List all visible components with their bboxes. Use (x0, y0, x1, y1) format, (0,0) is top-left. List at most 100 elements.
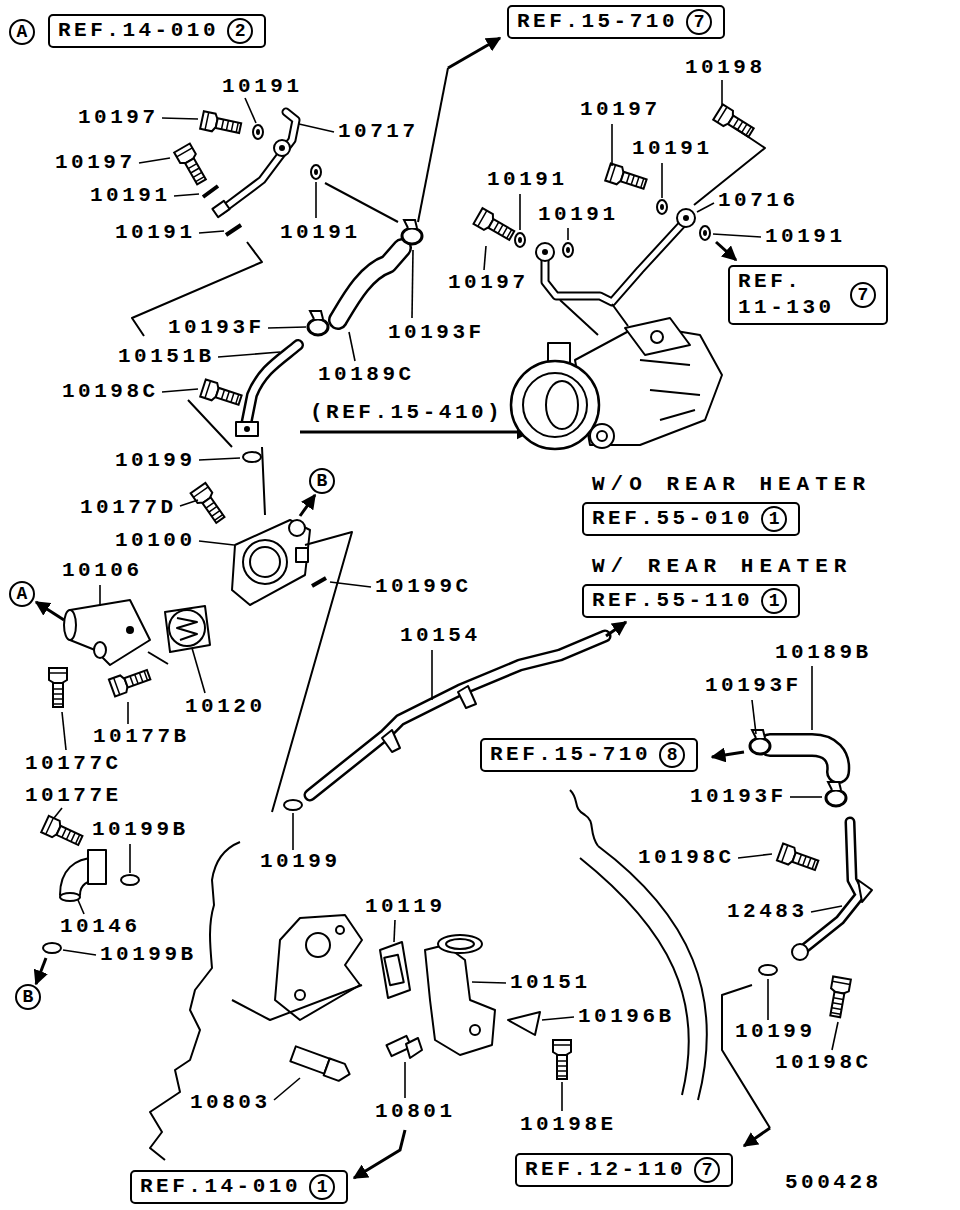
right-hose-group (826, 782, 846, 806)
right-hose-group (811, 906, 842, 912)
right-hose-group (777, 844, 820, 874)
engine-block-group (54, 808, 62, 818)
hose-and-pipe-group (162, 38, 530, 436)
thermostat-group (99, 585, 101, 606)
right-hose-group (767, 979, 769, 1020)
hose-and-pipe-group (268, 327, 306, 328)
throttle-body-group (597, 431, 607, 441)
marker-letter: 7 (858, 285, 869, 305)
right-hose-group (790, 796, 822, 798)
ref-number-circle: 2 (227, 18, 253, 44)
engine-block-group (78, 900, 84, 914)
hose-and-pipe-group (338, 248, 402, 320)
marker-letter: 7 (702, 1160, 713, 1180)
throttle-body-group (545, 220, 686, 302)
callout-number: 10198C (775, 1051, 872, 1075)
engine-block-group (446, 939, 474, 949)
right-hose-group (744, 1128, 770, 1146)
callout-number: 10154 (400, 624, 481, 648)
throttle-body-group (697, 203, 714, 212)
engine-block-group (88, 850, 106, 884)
hose-and-pipe-group (162, 389, 198, 392)
callout-number: 10119 (365, 895, 446, 919)
ref-text: REF. 11-130 (738, 269, 842, 321)
callout-number: 10197 (78, 106, 159, 130)
callout-number: 10191 (487, 168, 568, 192)
thermostat-group (70, 600, 150, 665)
hose-and-pipe-group (236, 422, 258, 436)
engine-block-group (598, 846, 707, 1100)
callout-number: 10189B (775, 641, 872, 665)
throttle-body-group (657, 200, 667, 214)
callout-number: 10196B (578, 1005, 675, 1029)
thermostat-group (199, 458, 240, 460)
ref-number-circle: 7 (694, 1157, 720, 1183)
water-pipe-group (284, 622, 626, 850)
marker-letter: 8 (667, 745, 678, 765)
thermostat-group (127, 702, 129, 724)
engine-block-group (542, 1017, 574, 1020)
thermostat-group (180, 500, 198, 506)
engine-block-group (324, 1058, 353, 1083)
heading-text: W/ REAR HEATER (592, 554, 852, 580)
ref-number-circle: 1 (761, 588, 787, 614)
top-left-tube-group (162, 118, 198, 119)
water-pipe-group (382, 730, 400, 752)
callout-number: 500428 (785, 1171, 882, 1195)
engine-block-group (508, 1012, 540, 1035)
water-pipe-group (606, 622, 626, 636)
right-hose-group (712, 666, 872, 1146)
engine-block-group (384, 955, 404, 985)
right-hose-group (858, 880, 872, 902)
top-left-tube-group (174, 194, 199, 196)
water-pipe-group (431, 650, 433, 700)
throttle-body-group (611, 124, 613, 166)
thermostat-group (64, 610, 76, 640)
callout-number: 10189C (318, 363, 415, 387)
right-hose-group (800, 822, 860, 952)
right-hose-group (770, 745, 838, 772)
throttle-body-group (484, 246, 486, 270)
engine-block-group (290, 1046, 329, 1073)
callout-number: 10191 (765, 225, 846, 249)
top-left-tube-group (299, 124, 334, 132)
top-left-tube-group (325, 183, 398, 222)
callout-number: 10198 (685, 56, 766, 80)
circle-marker: A (9, 581, 35, 607)
thermostat-group (148, 652, 168, 664)
thermostat-group (177, 618, 197, 640)
top-left-tube-group (245, 98, 256, 123)
hose-and-pipe-group (218, 352, 280, 357)
thermostat-group (94, 642, 106, 658)
throttle-body-group (542, 249, 548, 255)
ref-text: REF.12-110 (525, 1157, 686, 1183)
hose-and-pipe-group (246, 345, 298, 425)
marker-letter: B (317, 471, 328, 491)
callout-number: 10193F (705, 674, 802, 698)
callout-number: 10199 (735, 1020, 816, 1044)
thermostat-group (191, 483, 228, 525)
right-hose-group (752, 700, 756, 734)
hose-and-pipe-group (300, 431, 530, 434)
right-hose-group (712, 752, 744, 757)
callout-number: 10193F (388, 321, 485, 345)
engine-block-group (380, 942, 410, 998)
callout-number: 10197 (580, 98, 661, 122)
hose-and-pipe-group (246, 345, 298, 425)
callout-number: 10191 (632, 137, 713, 161)
callout-number: 10199B (100, 943, 197, 967)
top-left-tube-group (253, 125, 263, 139)
throttle-body-group (474, 208, 517, 243)
callout-number: 10177C (25, 752, 122, 776)
hose-and-pipe-group (338, 248, 402, 320)
circle-marker: A (9, 19, 35, 45)
heading-text: W/O REAR HEATER (592, 472, 871, 498)
thermostat-group (300, 495, 315, 516)
callout-number: 10197 (448, 271, 529, 295)
throttle-body-group (640, 360, 700, 420)
throttle-body-group (536, 243, 554, 261)
callout-number: 10199C (375, 575, 472, 599)
right-hose-group (792, 944, 808, 960)
water-pipe-group (284, 800, 302, 810)
